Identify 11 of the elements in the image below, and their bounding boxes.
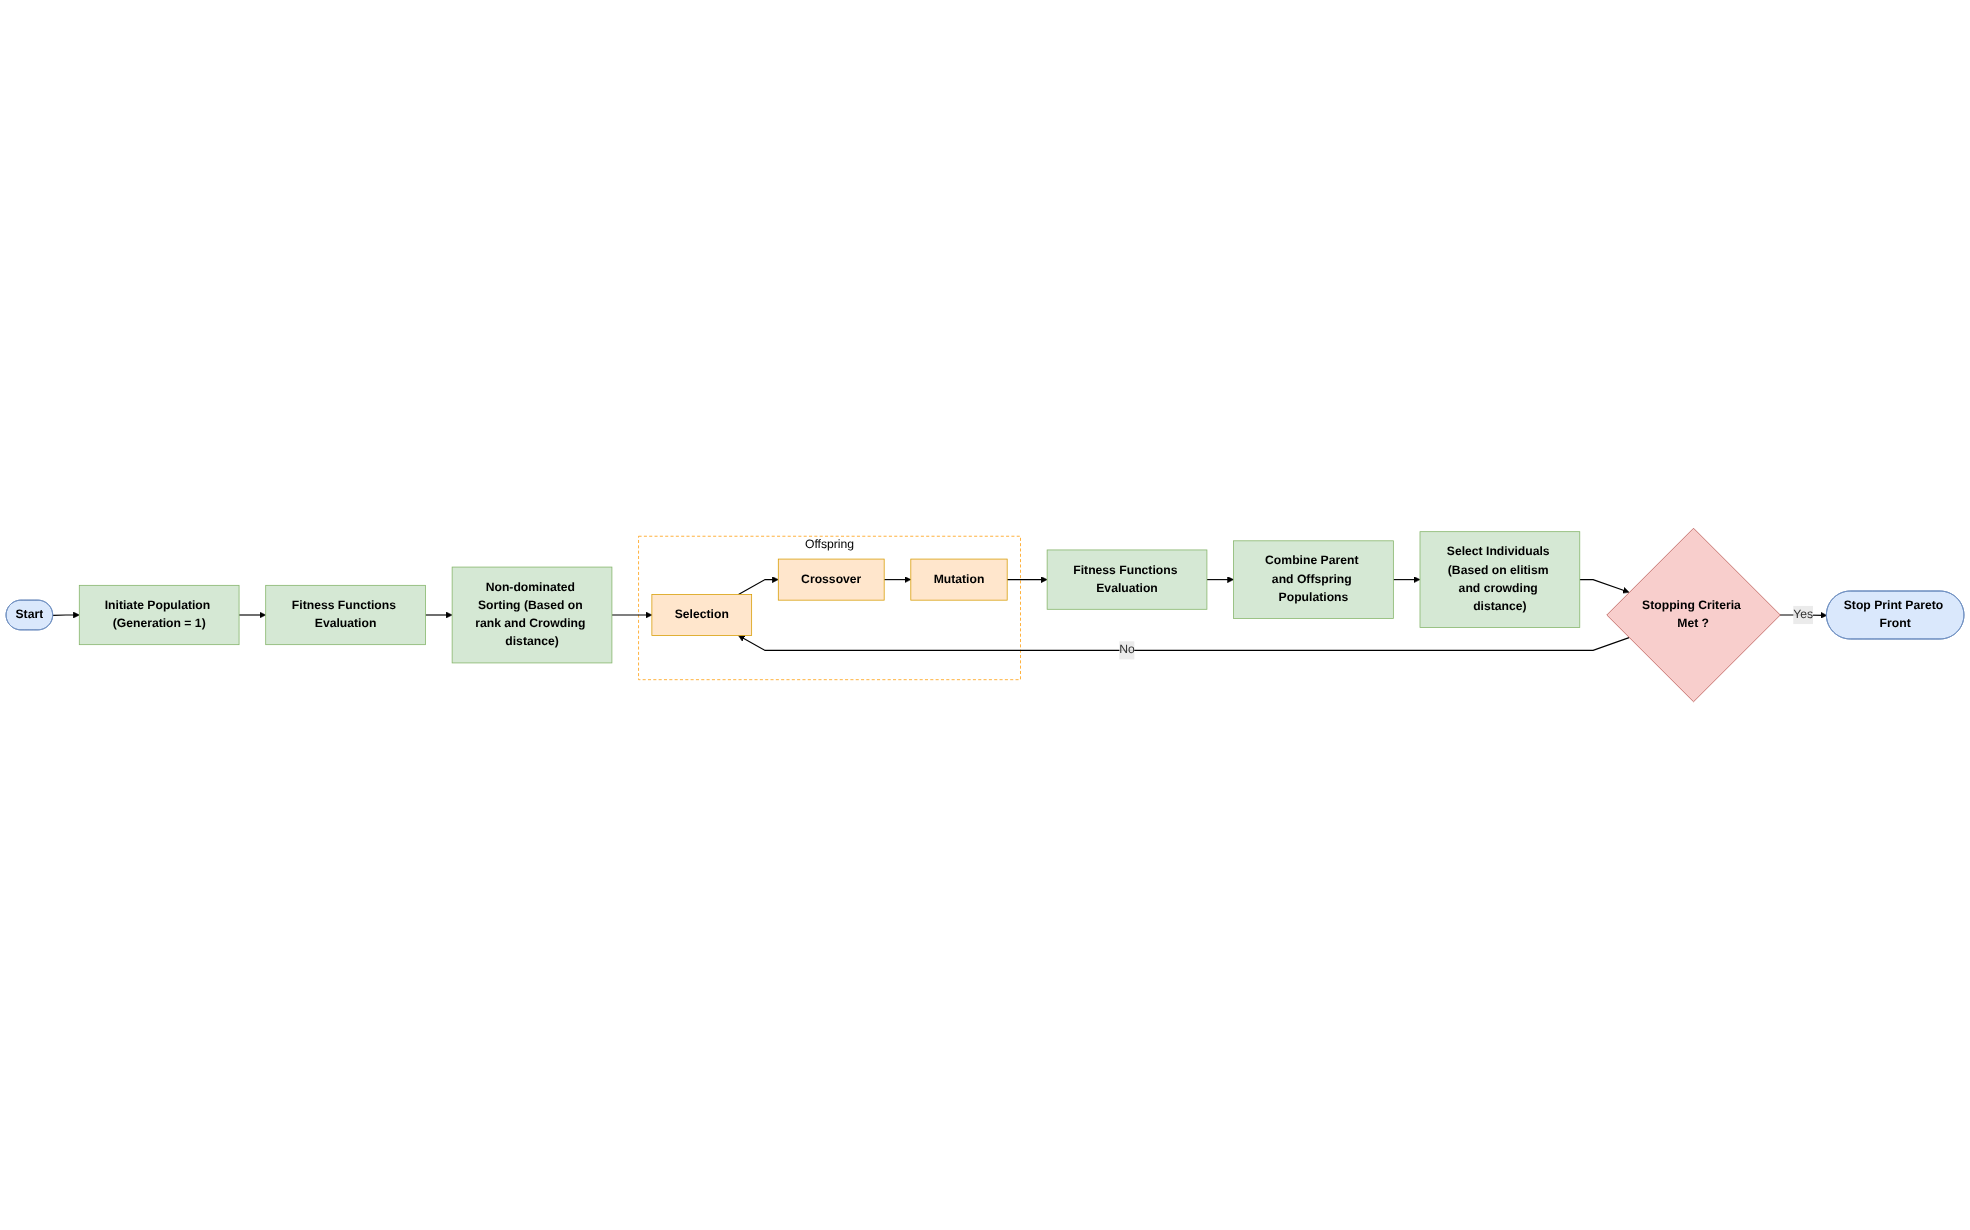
arrow bbox=[238, 611, 266, 619]
arrow bbox=[1206, 576, 1234, 583]
arrow bbox=[52, 611, 80, 619]
arrow bbox=[738, 635, 1630, 651]
arrow bbox=[737, 576, 779, 596]
arrow bbox=[1579, 579, 1630, 594]
arrow bbox=[611, 611, 653, 619]
arrow bbox=[424, 611, 453, 619]
arrow bbox=[883, 576, 912, 583]
arrow bbox=[1006, 576, 1048, 583]
arrow bbox=[1392, 576, 1421, 583]
